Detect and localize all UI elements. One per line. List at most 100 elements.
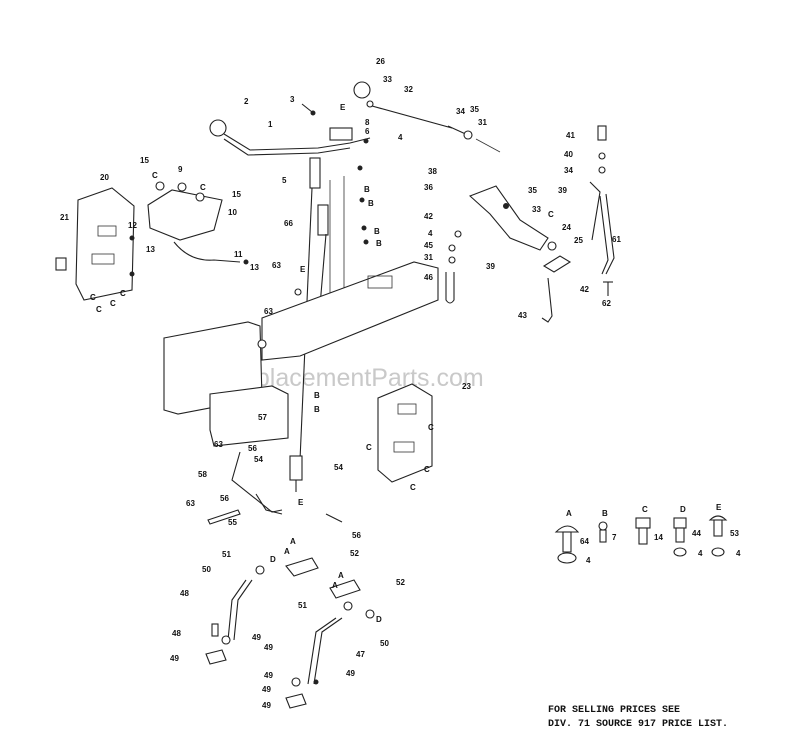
svg-text:B: B bbox=[376, 239, 382, 248]
control-panel-assembly bbox=[55, 181, 249, 301]
callout-55: 56 bbox=[248, 444, 257, 453]
callout-41: 45 bbox=[424, 241, 433, 250]
callout-33: 38 bbox=[428, 167, 437, 176]
callout-54: 55 bbox=[228, 518, 237, 527]
callout-27: 32 bbox=[404, 85, 413, 94]
callout-4b: 4 bbox=[428, 229, 433, 238]
callout-55b: 56 bbox=[220, 494, 229, 503]
callout-9: 9 bbox=[178, 165, 183, 174]
callout-43: 47 bbox=[356, 650, 365, 659]
callout-26: 31 bbox=[478, 118, 487, 127]
svg-text:C: C bbox=[90, 293, 96, 302]
key-number-7: 7 bbox=[612, 533, 617, 542]
callout-15b: 15 bbox=[232, 190, 241, 199]
callout-30: 35 bbox=[470, 105, 479, 114]
callout-2: 2 bbox=[244, 97, 249, 106]
lower-lever-assembly bbox=[205, 451, 375, 709]
svg-text:D: D bbox=[376, 615, 382, 624]
callout-46: 49 bbox=[264, 643, 273, 652]
right-bracket-22 bbox=[377, 383, 433, 483]
svg-text:B: B bbox=[368, 199, 374, 208]
svg-text:C: C bbox=[96, 305, 102, 314]
callout-3: 3 bbox=[290, 95, 295, 104]
svg-text:E: E bbox=[300, 265, 306, 274]
key-letter-b: B bbox=[602, 509, 608, 518]
callout-45b: 48 bbox=[172, 629, 181, 638]
callout-28: 33 bbox=[383, 75, 392, 84]
callout-24: 25 bbox=[574, 236, 583, 245]
callout-15: 15 bbox=[140, 156, 149, 165]
svg-text:B: B bbox=[314, 391, 320, 400]
callout-42: 46 bbox=[424, 273, 433, 282]
callout-61: 61 bbox=[612, 235, 621, 244]
callout-29b: 34 bbox=[564, 166, 573, 175]
svg-text:A: A bbox=[290, 537, 296, 546]
callout-51b: 52 bbox=[396, 578, 405, 587]
callout-51: 52 bbox=[350, 549, 359, 558]
key-number-53: 53 bbox=[730, 529, 739, 538]
callout-10: 10 bbox=[228, 208, 237, 217]
svg-text:C: C bbox=[152, 171, 158, 180]
callout-22: 23 bbox=[462, 382, 471, 391]
callout-58c: 63 bbox=[214, 440, 223, 449]
callout-12: 12 bbox=[128, 221, 137, 230]
callout-47d: 49 bbox=[262, 701, 271, 710]
callout-47: 49 bbox=[252, 633, 261, 642]
key-letter-c: C bbox=[642, 505, 648, 514]
callout-63: 63 bbox=[186, 499, 195, 508]
callout-6: 6 bbox=[365, 127, 370, 136]
callout-66: 66 bbox=[284, 219, 293, 228]
key-number-64: 64 bbox=[580, 537, 589, 546]
callout-52: 54 bbox=[254, 455, 263, 464]
callout-34: 39 bbox=[486, 262, 495, 271]
callouts: 2 1 3 26 33 32 34 35 31 4 8 6 5 66 15 9 … bbox=[60, 57, 621, 710]
callout-28b: 33 bbox=[532, 205, 541, 214]
svg-text:C: C bbox=[410, 483, 416, 492]
callout-1: 1 bbox=[268, 120, 273, 129]
key-number-44: 44 bbox=[692, 529, 701, 538]
callout-4: 4 bbox=[398, 133, 403, 142]
callout-8: 8 bbox=[365, 118, 370, 127]
key-letter-a: A bbox=[566, 509, 572, 518]
hardware-key: A B C D E 64 7 14 44 53 4 4 4 bbox=[554, 503, 741, 565]
key-number-14: 14 bbox=[654, 533, 663, 542]
key-letter-d: D bbox=[680, 505, 686, 514]
callout-11: 11 bbox=[234, 250, 243, 259]
svg-text:C: C bbox=[200, 183, 206, 192]
callout-36: 40 bbox=[564, 150, 573, 159]
svg-text:C: C bbox=[110, 299, 116, 308]
callout-58: 63 bbox=[272, 261, 281, 270]
callout-62: 62 bbox=[602, 299, 611, 308]
key-letter-e: E bbox=[716, 503, 722, 512]
svg-text:A: A bbox=[332, 581, 338, 590]
callout-46b: 49 bbox=[262, 685, 271, 694]
callout-25: 26 bbox=[376, 57, 385, 66]
svg-text:B: B bbox=[374, 227, 380, 236]
callout-48: 49 bbox=[346, 669, 355, 678]
svg-text:C: C bbox=[120, 289, 126, 298]
callout-50b: 51 bbox=[298, 601, 307, 610]
callout-55c: 56 bbox=[352, 531, 361, 540]
key-number-4b: 4 bbox=[698, 549, 703, 558]
right-linkage-34 bbox=[445, 125, 615, 323]
svg-text:B: B bbox=[364, 185, 370, 194]
svg-text:D: D bbox=[270, 555, 276, 564]
callout-50: 51 bbox=[222, 550, 231, 559]
callout-5: 5 bbox=[282, 176, 287, 185]
main-frame bbox=[163, 261, 439, 447]
callout-23: 24 bbox=[562, 223, 571, 232]
callout-32: 36 bbox=[424, 183, 433, 192]
callout-52b: 54 bbox=[334, 463, 343, 472]
callout-57: 58 bbox=[198, 470, 207, 479]
svg-text:A: A bbox=[284, 547, 290, 556]
callout-13b: 13 bbox=[250, 263, 259, 272]
callout-39b: 42 bbox=[580, 285, 589, 294]
callout-13: 13 bbox=[146, 245, 155, 254]
upper-lever-assembly bbox=[209, 81, 501, 156]
callout-31: 35 bbox=[528, 186, 537, 195]
callout-39: 42 bbox=[424, 212, 433, 221]
callout-21: 21 bbox=[60, 213, 69, 222]
svg-text:A: A bbox=[338, 571, 344, 580]
callout-47b: 49 bbox=[170, 654, 179, 663]
callout-58b: 63 bbox=[264, 307, 273, 316]
